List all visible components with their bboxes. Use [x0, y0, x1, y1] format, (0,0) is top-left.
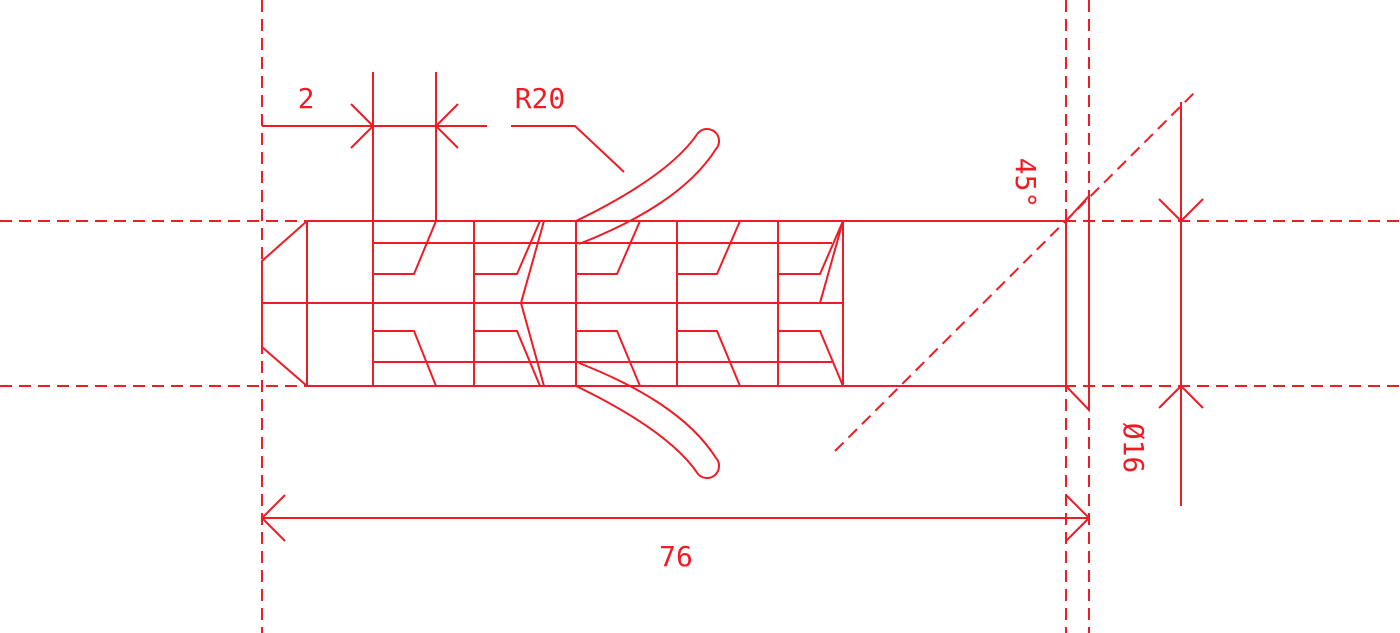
- tick: [1158, 198, 1182, 222]
- anchor-head: [1065, 193, 1090, 413]
- tick: [350, 125, 374, 149]
- dimension-diameter: [1158, 102, 1204, 506]
- rib-upper: [677, 220, 741, 275]
- tick: [435, 125, 459, 149]
- rib-upper: [778, 220, 844, 275]
- dimension-step: [262, 72, 487, 221]
- tick: [435, 103, 459, 127]
- dimension-radius: [511, 125, 625, 173]
- dimension-length: [260, 494, 1091, 542]
- chamfer-45-guide: [834, 90, 1197, 452]
- anti-rotation-wing-upper: [575, 127, 721, 245]
- arrow-right: [1065, 494, 1091, 542]
- tick: [1158, 385, 1182, 409]
- rib-upper: [576, 220, 641, 275]
- rib-upper: [474, 220, 545, 304]
- rib-lower: [373, 330, 437, 387]
- tick: [1180, 385, 1204, 409]
- dimension-angle-label: 45°: [1009, 158, 1042, 209]
- tick: [1180, 198, 1204, 222]
- arrow-left: [260, 494, 286, 542]
- rib-lower: [677, 330, 741, 387]
- rib-lower: [778, 330, 844, 387]
- rib-upper: [373, 220, 437, 275]
- rib-lower: [474, 330, 541, 387]
- dimension-length-label: 76: [659, 540, 693, 573]
- dimension-diameter-label: Ø16: [1117, 423, 1150, 474]
- dimension-radius-label: R20: [515, 82, 566, 115]
- dimension-step-label: 2: [298, 82, 315, 115]
- rib-upper: [474, 220, 541, 275]
- rib-lower: [474, 302, 545, 387]
- anti-rotation-wing-lower: [575, 362, 721, 480]
- anchor-body: [261, 127, 1090, 480]
- leader-line: [511, 125, 625, 173]
- tick: [350, 103, 374, 127]
- rib-lower: [576, 330, 641, 387]
- rib-upper: [778, 220, 844, 304]
